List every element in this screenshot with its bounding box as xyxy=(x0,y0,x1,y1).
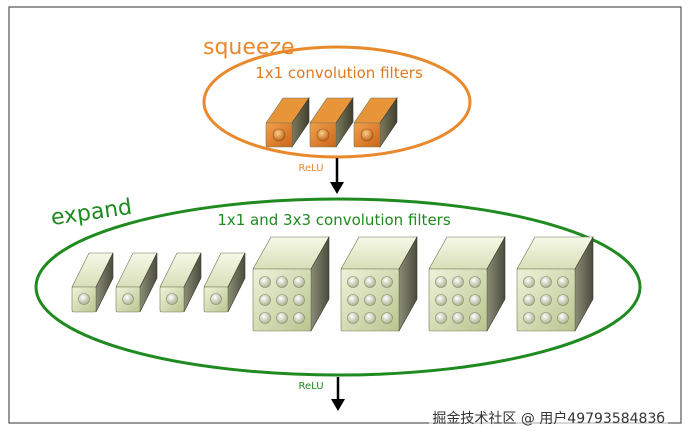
filter-dot xyxy=(557,312,569,324)
filter-dot xyxy=(523,294,535,306)
squeeze-filter-cube xyxy=(265,97,310,148)
filter-dot xyxy=(272,128,286,142)
filter-dot xyxy=(557,294,569,306)
filter-dot xyxy=(276,294,288,306)
watermark-text: 掘金技术社区 @ 用户4979358483б xyxy=(429,407,668,429)
filter-dot xyxy=(557,276,569,288)
filter-dot xyxy=(540,312,552,324)
filter-dot xyxy=(469,312,481,324)
expand-3x3-filter-cube xyxy=(252,235,330,333)
expand-3x3-filters xyxy=(252,235,594,333)
squeeze-filter-cube xyxy=(309,97,354,148)
expand-relu-label: ReLU xyxy=(298,381,323,392)
filter-dot xyxy=(276,276,288,288)
expand-1x1-filter-cube xyxy=(71,252,114,313)
filter-dot xyxy=(469,294,481,306)
expand-3x3-filter-cube xyxy=(516,235,594,333)
filter-dot xyxy=(347,294,359,306)
expand-3x3-filter-cube xyxy=(340,235,418,333)
filter-dot xyxy=(210,293,222,305)
filter-dot xyxy=(381,276,393,288)
expand-1x1-filter-cube xyxy=(159,252,202,313)
filter-dot xyxy=(469,276,481,288)
filter-dot xyxy=(347,276,359,288)
expand-subtitle: 1x1 and 3x3 convolution filters xyxy=(217,211,451,229)
filter-dot xyxy=(523,276,535,288)
filter-dot xyxy=(435,276,447,288)
expand-1x1-filters xyxy=(71,252,246,313)
filter-dot xyxy=(523,312,535,324)
filter-dot xyxy=(364,276,376,288)
filter-dot xyxy=(435,312,447,324)
filter-dot xyxy=(166,293,178,305)
filter-dot xyxy=(122,293,134,305)
filter-dot xyxy=(293,312,305,324)
filter-dot xyxy=(276,312,288,324)
filter-dot xyxy=(259,294,271,306)
squeeze-subtitle: 1x1 convolution filters xyxy=(255,64,423,82)
filter-dot xyxy=(293,276,305,288)
filter-dot xyxy=(364,294,376,306)
filter-dot xyxy=(381,294,393,306)
filter-dot xyxy=(540,276,552,288)
filter-dot xyxy=(78,293,90,305)
filter-dot xyxy=(259,276,271,288)
squeeze-filter-cube xyxy=(353,97,398,148)
expand-3x3-filter-cube xyxy=(428,235,506,333)
squeeze-relu-label: ReLU xyxy=(298,163,323,174)
filter-dot xyxy=(540,294,552,306)
filter-dot xyxy=(360,128,374,142)
squeeze-title: squeeze xyxy=(203,35,295,60)
filter-dot xyxy=(452,276,464,288)
filter-dot xyxy=(452,294,464,306)
squeeze-filters xyxy=(265,97,398,148)
filter-dot xyxy=(364,312,376,324)
output-arrow xyxy=(331,377,345,411)
filter-dot xyxy=(347,312,359,324)
filter-dot xyxy=(259,312,271,324)
squeeze-to-expand-arrow xyxy=(330,158,344,194)
expand-1x1-filter-cube xyxy=(115,252,158,313)
filter-dot xyxy=(452,312,464,324)
expand-1x1-filter-cube xyxy=(203,252,246,313)
diagram-frame xyxy=(8,6,682,424)
filter-dot xyxy=(293,294,305,306)
filter-dot xyxy=(435,294,447,306)
filter-dot xyxy=(316,128,330,142)
filter-dot xyxy=(381,312,393,324)
